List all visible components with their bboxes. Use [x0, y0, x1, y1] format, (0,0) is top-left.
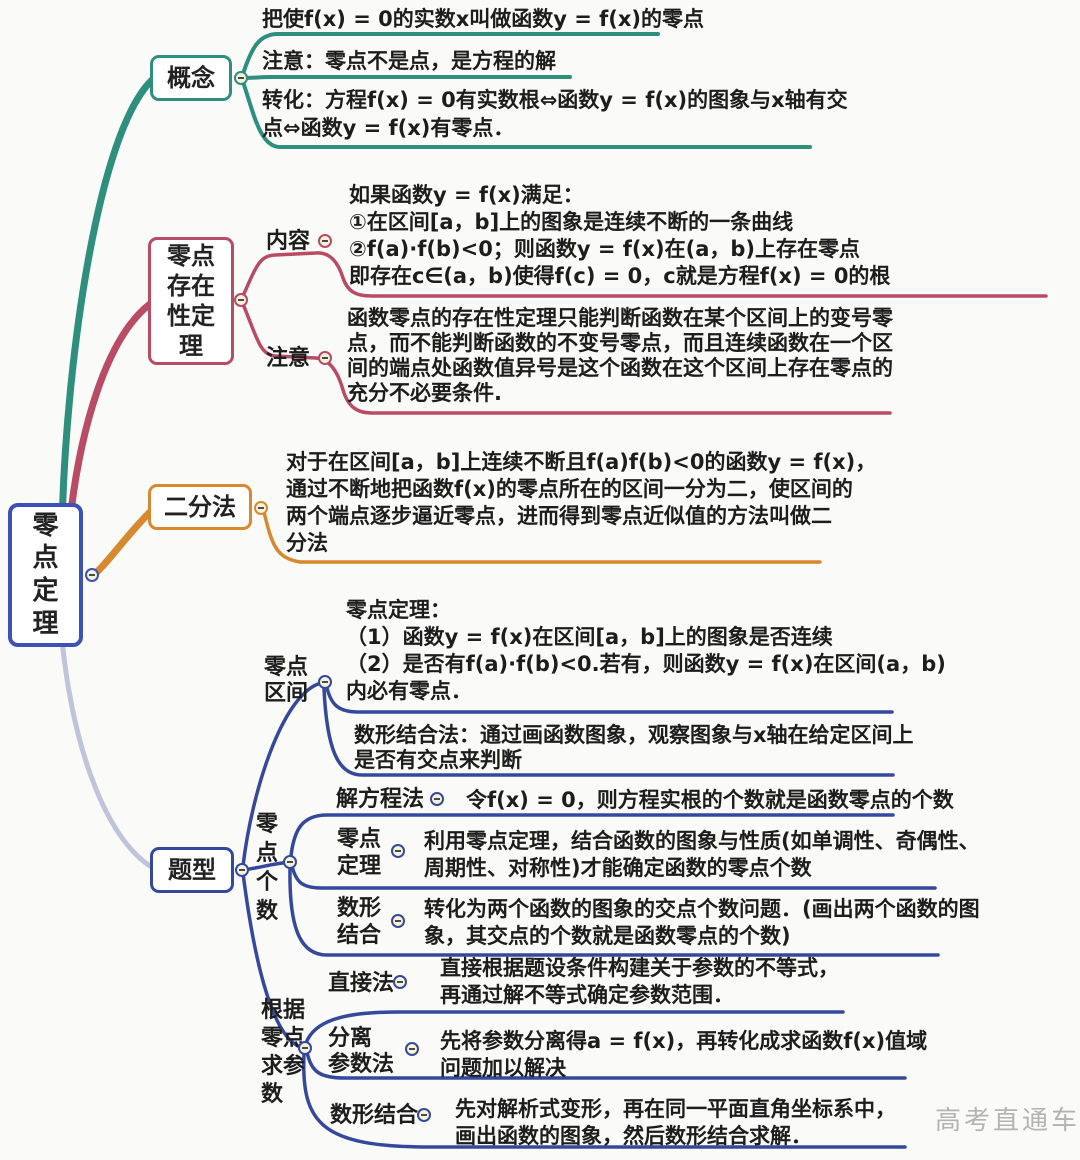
topic-count-theorem[interactable]: 利用零点定理，结合函数的图象与性质(如单调性、奇偶性、 周期性、对称性)才能确定…: [424, 829, 980, 880]
label-count[interactable]: 零点个数: [256, 812, 279, 924]
collapse-icon-bisection[interactable]: [254, 501, 268, 515]
node-existence[interactable]: 零点存在性定理: [148, 237, 234, 365]
underline-concept-definition: [241, 32, 660, 76]
underline-count-theorem: [290, 864, 937, 890]
root-node[interactable]: 零点定理: [8, 503, 83, 647]
collapse-icon-concept[interactable]: [234, 71, 248, 85]
connector-types-param: [241, 871, 300, 1048]
collapse-icon-param-separate[interactable]: [405, 1042, 419, 1056]
topic-param-graph[interactable]: 先对解析式变形，再在同一平面直角坐标系中， 画出函数的图象，然后数形结合求解．: [455, 1097, 896, 1148]
branch-curve-types: [59, 637, 153, 869]
collapse-icon-count-theorem[interactable]: [391, 844, 405, 858]
topic-concept-note[interactable]: 注意：零点不是点，是方程的解: [262, 49, 556, 73]
underline-interval-graph: [322, 687, 895, 777]
topic-interval-graph[interactable]: 数形结合法：通过画函数图象，观察图象与x轴在给定区间上 是否有交点来判断: [354, 723, 914, 772]
label-interval[interactable]: 零点区间: [264, 655, 309, 706]
collapse-icon-param[interactable]: [298, 1041, 312, 1055]
branch-curve-bisection: [86, 508, 154, 582]
topic-existence-note[interactable]: 函数零点的存在性定理只能判断函数在某个区间上的变号零 点，而不能判断函数的不变号…: [347, 306, 893, 405]
collapse-icon-content[interactable]: [318, 234, 332, 248]
collapse-icon-note[interactable]: [318, 351, 332, 365]
collapse-icon-root[interactable]: [85, 568, 99, 582]
topic-count-solve[interactable]: 令f(x) = 0，则方程实根的个数就是函数零点的个数: [466, 788, 954, 812]
underline-count-graph: [288, 867, 940, 957]
node-bisection[interactable]: 二分法: [148, 484, 252, 530]
label-existence-content[interactable]: 内容: [266, 229, 311, 254]
topic-concept-definition[interactable]: 把使f(x) = 0的实数x叫做函数y = f(x)的零点: [262, 7, 705, 31]
collapse-icon-count[interactable]: [283, 855, 297, 869]
underline-interval-theorem: [325, 686, 894, 714]
label-existence-note[interactable]: 注意: [266, 346, 311, 371]
collapse-icon-param-direct[interactable]: [393, 975, 407, 989]
label-count-graph[interactable]: 数形 结合: [337, 896, 382, 948]
collapse-icon-param-graph[interactable]: [417, 1108, 431, 1122]
topic-bisection-text[interactable]: 对于在区间[a，b]上连续不断且f(a)f(b)<0的函数y = f(x)， 通…: [286, 450, 877, 555]
underline-param-graph: [301, 1052, 907, 1149]
branch-curve-existence: [66, 300, 154, 524]
collapse-icon-count-solve[interactable]: [430, 792, 444, 806]
topic-param-separate[interactable]: 先将参数分离得a = f(x)，再转化成求函数f(x)值域 问题加以解决: [440, 1029, 928, 1080]
node-concept[interactable]: 概念: [150, 55, 232, 101]
connector-types-interval: [241, 682, 320, 868]
topic-param-direct[interactable]: 直接根据题设条件构建关于参数的不等式， 再通过解不等式确定参数范围．: [440, 956, 839, 1007]
underline-param-direct: [304, 1010, 845, 1045]
collapse-icon-interval[interactable]: [318, 675, 332, 689]
collapse-icon-existence[interactable]: [234, 293, 248, 307]
underline-bisection: [262, 510, 822, 564]
label-count-theorem[interactable]: 零点 定理: [337, 827, 382, 879]
watermark: 高考直通车: [935, 1106, 1080, 1136]
collapse-icon-count-graph[interactable]: [391, 914, 405, 928]
label-param-graph[interactable]: 数形结合: [330, 1103, 419, 1128]
underline-concept-transform: [241, 80, 812, 149]
label-param-separate[interactable]: 分离 参数法: [328, 1026, 395, 1077]
topic-count-graph[interactable]: 转化为两个函数的图象的交点个数问题．(画出两个函数的图 象，其交点的个数就是函数…: [424, 897, 980, 948]
node-types[interactable]: 题型: [150, 847, 234, 893]
branch-curve-concept: [58, 76, 156, 529]
underline-count-solve: [289, 813, 895, 858]
collapse-icon-types[interactable]: [235, 863, 249, 877]
label-param[interactable]: 根据零点求参数: [261, 998, 306, 1107]
label-param-direct[interactable]: 直接法: [328, 971, 395, 996]
topic-concept-transform[interactable]: 转化：方程f(x) = 0有实数根⇔函数y = f(x)的图象与x轴有交 点⇔函…: [262, 88, 848, 140]
topic-interval-theorem[interactable]: 零点定理： （1）函数y = f(x)在区间[a，b]上的图象是否连续 （2）是…: [346, 598, 946, 703]
underline-concept-note: [241, 75, 572, 80]
underline-existence-content: [241, 251, 1048, 298]
topic-existence-content[interactable]: 如果函数y = f(x)满足： ①在区间[a，b]上的图象是连续不断的一条曲线 …: [349, 183, 891, 288]
underline-param-separate: [305, 1050, 907, 1080]
underline-existence-note: [241, 302, 892, 415]
label-count-solve[interactable]: 解方程法: [336, 787, 425, 812]
